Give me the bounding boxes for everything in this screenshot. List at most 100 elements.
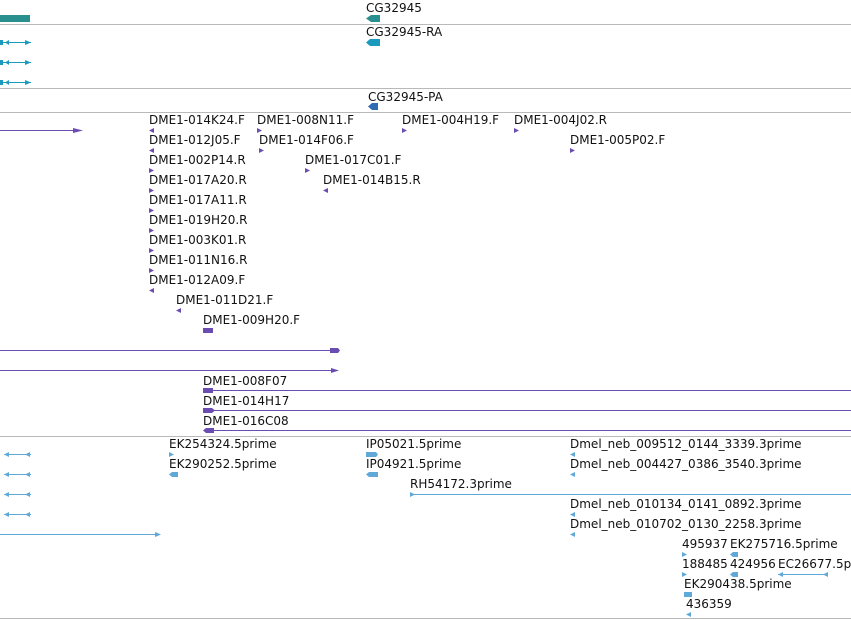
est-label: Dmel_neb_010702_0130_2258.3prime — [570, 517, 802, 531]
transcript-feature-cg32945-ra[interactable] — [366, 39, 380, 46]
bac-clone-track: DME1-008F07 DME1-014H17 DME1-016C08 — [203, 374, 851, 433]
bac-end-feature[interactable] — [176, 308, 181, 313]
bac-end-feature[interactable] — [305, 168, 310, 173]
est-feature[interactable] — [730, 552, 738, 557]
bac-end-feature[interactable] — [0, 368, 339, 373]
track-separators — [0, 24, 851, 619]
bac-end-label: DME1-003K01.R — [149, 233, 246, 247]
bac-end-label: DME1-011D21.F — [176, 293, 273, 307]
bac-end-feature[interactable] — [0, 128, 83, 133]
bac-end-feature[interactable] — [402, 128, 407, 133]
transcript-feature[interactable] — [0, 80, 31, 85]
bac-end-feature[interactable] — [149, 168, 154, 173]
transcript-label: CG32945-RA — [366, 25, 443, 39]
bac-end-label: DME1-008N11.F — [257, 113, 354, 127]
est-feature[interactable] — [686, 612, 691, 617]
protein-feature-cg32945-pa[interactable] — [368, 103, 378, 110]
bac-end-feature[interactable] — [149, 228, 154, 233]
bac-end-label: DME1-004H19.F — [402, 113, 499, 127]
bac-end-feature[interactable] — [149, 188, 154, 193]
bac-end-label: DME1-017C01.F — [305, 153, 402, 167]
gene-track: CG32945 — [0, 1, 422, 22]
est-feature[interactable] — [410, 492, 851, 497]
protein-track: CG32945-PA — [368, 90, 444, 110]
bac-end-feature[interactable] — [149, 268, 154, 273]
est-label: 424956 — [730, 557, 776, 571]
est-label: 188485 — [682, 557, 728, 571]
est-label: Dmel_neb_010134_0141_0892.3prime — [570, 497, 802, 511]
gene-feature[interactable] — [0, 15, 30, 22]
est-label: EC26677.5prime — [778, 557, 851, 571]
bac-end-label: DME1-011N16.R — [149, 253, 247, 267]
est-feature[interactable] — [0, 532, 161, 537]
est-feature[interactable] — [570, 472, 575, 477]
bac-end-feature[interactable] — [0, 348, 340, 353]
bac-end-feature[interactable] — [149, 208, 154, 213]
bac-end-label: DME1-014B15.R — [323, 173, 421, 187]
bac-clone-label: DME1-016C08 — [203, 414, 289, 428]
bac-end-label: DME1-017A20.R — [149, 173, 247, 187]
est-feature[interactable] — [4, 452, 31, 457]
bac-end-feature[interactable] — [259, 148, 264, 153]
est-label: 436359 — [686, 597, 732, 611]
est-feature[interactable] — [366, 472, 378, 477]
transcript-feature[interactable] — [0, 60, 31, 65]
est-feature[interactable] — [169, 472, 178, 477]
est-label: Dmel_neb_004427_0386_3540.3prime — [570, 457, 802, 471]
bac-end-label: DME1-012A09.F — [149, 273, 245, 287]
est-label: IP05021.5prime — [366, 437, 461, 451]
bac-end-feature[interactable] — [323, 188, 328, 193]
est-label: EK290252.5prime — [169, 457, 277, 471]
est-label: EK290438.5prime — [684, 577, 792, 591]
bac-end-label: DME1-014F06.F — [259, 133, 354, 147]
gene-feature-cg32945[interactable] — [366, 15, 380, 22]
bac-clone-label: DME1-008F07 — [203, 374, 287, 388]
est-feature[interactable] — [684, 592, 692, 597]
est-feature[interactable] — [778, 572, 828, 577]
gene-label: CG32945 — [366, 1, 422, 15]
est-label: EK275716.5prime — [730, 537, 838, 551]
est-label: RH54172.3prime — [410, 477, 512, 491]
bac-end-label: DME1-004J02.R — [514, 113, 607, 127]
est-feature[interactable] — [570, 452, 575, 457]
est-feature[interactable] — [4, 472, 31, 477]
bac-end-label: DME1-017A11.R — [149, 193, 247, 207]
est-feature[interactable] — [730, 572, 738, 577]
est-feature[interactable] — [169, 452, 174, 457]
bac-end-feature[interactable] — [149, 128, 154, 133]
bac-clone-feature[interactable] — [203, 388, 851, 393]
bac-end-feature[interactable] — [149, 248, 154, 253]
transcript-track: CG32945-RA — [0, 25, 443, 85]
est-label: Dmel_neb_009512_0144_3339.3prime — [570, 437, 802, 451]
protein-label: CG32945-PA — [368, 90, 444, 104]
est-label: IP04921.5prime — [366, 457, 461, 471]
bac-end-label: DME1-019H20.R — [149, 213, 248, 227]
bac-end-feature[interactable] — [570, 148, 575, 153]
est-feature[interactable] — [4, 492, 31, 497]
bac-clone-label: DME1-014H17 — [203, 394, 289, 408]
est-label: 495937 — [682, 537, 728, 551]
bac-end-feature[interactable] — [514, 128, 519, 133]
est-feature[interactable] — [570, 512, 575, 517]
bac-clone-feature[interactable] — [203, 428, 851, 433]
bac-end-feature[interactable] — [149, 288, 154, 293]
est-feature[interactable] — [570, 532, 575, 537]
bac-end-label: DME1-012J05.F — [149, 133, 241, 147]
est-label: EK254324.5prime — [169, 437, 277, 451]
bac-end-feature[interactable] — [203, 328, 213, 333]
est-track: EK254324.5prime IP05021.5prime Dmel_neb_… — [0, 437, 851, 617]
bac-end-label: DME1-009H20.F — [203, 313, 300, 327]
est-feature[interactable] — [366, 452, 378, 457]
transcript-feature[interactable] — [0, 40, 31, 45]
bac-end-feature[interactable] — [149, 148, 154, 153]
bac-end-label: DME1-014K24.F — [149, 113, 245, 127]
est-feature[interactable] — [682, 572, 687, 577]
est-feature[interactable] — [4, 512, 31, 517]
bac-clone-feature[interactable] — [203, 408, 851, 413]
bac-end-track: DME1-014K24.F DME1-008N11.F DME1-004H19.… — [0, 113, 665, 373]
bac-end-feature[interactable] — [257, 128, 262, 133]
bac-end-label: DME1-002P14.R — [149, 153, 246, 167]
est-feature[interactable] — [682, 552, 687, 557]
